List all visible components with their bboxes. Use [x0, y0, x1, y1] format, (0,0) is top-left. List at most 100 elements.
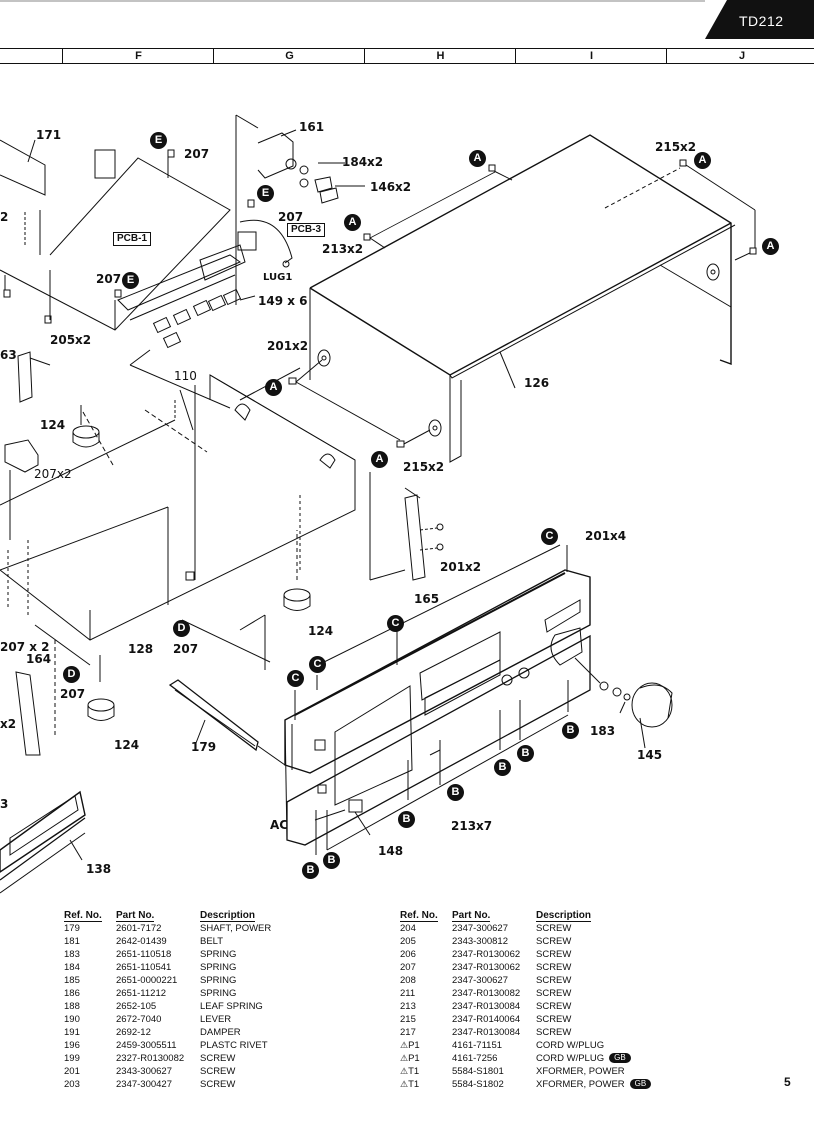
callout-161: 161 — [299, 120, 325, 134]
pcb-3-label: PCB-3 — [287, 223, 326, 237]
part-no-cell: 2347-R0130084 — [452, 1001, 521, 1012]
callout-213x7: 213x7 — [451, 819, 493, 833]
foot-124-b — [283, 530, 311, 611]
description: SCREW — [536, 923, 572, 934]
model-tab: TD212 — [705, 0, 814, 39]
foot-124-c — [87, 655, 115, 721]
ref-no-cell: 184 — [64, 961, 116, 974]
header-ref-no: Ref. No. — [64, 909, 102, 922]
callout-207-d2: 207 — [60, 687, 86, 701]
callout-179: 179 — [191, 740, 217, 754]
callout-215x2-top: 215x2 — [655, 140, 697, 154]
ref-no: 196 — [64, 1040, 80, 1051]
page-number: 5 — [784, 1075, 791, 1089]
misc-leaders — [34, 619, 271, 666]
ref-no: 217 — [400, 1027, 416, 1038]
callout-215x2-bottom: 215x2 — [403, 460, 445, 474]
shaft-179 — [168, 679, 286, 766]
front-panel — [284, 569, 591, 846]
ref-no-cell: 199 — [64, 1052, 116, 1065]
screws — [3, 149, 757, 448]
part-no-cell: 2692-12 — [116, 1027, 151, 1038]
front-panel-138 — [0, 790, 86, 894]
badge-a-5: A — [265, 379, 282, 396]
description-cell: SPRING — [200, 961, 340, 974]
description: SCREW — [536, 1001, 572, 1012]
description: LEAF SPRING — [200, 1001, 263, 1012]
part-no-cell: 2343-300627 — [116, 1066, 172, 1077]
ref-no-cell: 190 — [64, 1013, 116, 1026]
callout-110: 110 — [174, 369, 197, 383]
ref-no-cell: 181 — [64, 935, 116, 948]
description-cell: SCREW — [536, 987, 676, 1000]
part-no-cell: 2347-300627 — [452, 923, 508, 934]
ref-no-cell: ⚠T1 — [400, 1078, 452, 1091]
badge-d-1: D — [173, 620, 190, 637]
bracket-165 — [369, 472, 444, 581]
callout-lug1: LUG1 — [263, 272, 293, 283]
part-no-cell: 2343-300812 — [452, 936, 508, 947]
badge-b-2: B — [517, 745, 534, 762]
description-cell: PLASTC RIVET — [200, 1039, 340, 1052]
b-screw-leaders — [239, 544, 569, 855]
ref-no: 208 — [400, 975, 416, 986]
top-cover-126 — [295, 134, 756, 463]
ref-no-cell: 215 — [400, 1013, 452, 1026]
badge-a-4: A — [762, 238, 779, 255]
ref-no: P1 — [408, 1053, 420, 1064]
ref-no-cell: 211 — [400, 987, 452, 1000]
callout-128: 128 — [128, 642, 154, 656]
description-cell: SCREW — [200, 1052, 340, 1065]
grid-reference-bar: F G H I J — [0, 48, 814, 64]
callout-184: 184x2 — [342, 155, 384, 169]
header-ref-no: Ref. No. — [400, 909, 438, 922]
ref-no: 203 — [64, 1079, 80, 1090]
badge-b-1: B — [562, 722, 579, 739]
part-no-cell: 2651-110541 — [116, 962, 172, 973]
exploded-view-diagram: 171 207 161 184x2 146x2 207 213x2 215x2 … — [0, 62, 814, 902]
description-cell: BELT — [200, 935, 340, 948]
ref-no-cell: 196 — [64, 1039, 116, 1052]
description: BELT — [200, 936, 224, 947]
safety-warning-icon: ⚠ — [400, 1066, 409, 1076]
ref-no: 207 — [400, 962, 416, 973]
badge-a-3: A — [694, 152, 711, 169]
description: SCREW — [200, 1079, 236, 1090]
ref-no: 215 — [400, 1014, 416, 1025]
description-cell: SCREW — [536, 948, 676, 961]
description: SCREW — [536, 949, 572, 960]
callout-201x4: 201x4 — [585, 529, 627, 543]
pcb-1-label: PCB-1 — [113, 232, 152, 246]
description: SCREW — [536, 962, 572, 973]
parts-table-header: Ref. No. Part No. Description — [64, 908, 340, 922]
ref-no: 205 — [400, 936, 416, 947]
safety-warning-icon: ⚠ — [400, 1053, 409, 1063]
description-cell: SHAFT, POWER — [200, 922, 340, 935]
ref-no-cell: 188 — [64, 1000, 116, 1013]
description: XFORMER, POWER — [536, 1079, 625, 1090]
description: SCREW — [200, 1066, 236, 1077]
part-no-cell: 2601-7172 — [116, 923, 162, 934]
ref-no-cell: ⚠P1 — [400, 1039, 452, 1052]
ref-no: 211 — [400, 988, 416, 999]
description: SCREW — [536, 1014, 572, 1025]
badge-c-2: C — [387, 615, 404, 632]
badge-b-3: B — [494, 759, 511, 776]
